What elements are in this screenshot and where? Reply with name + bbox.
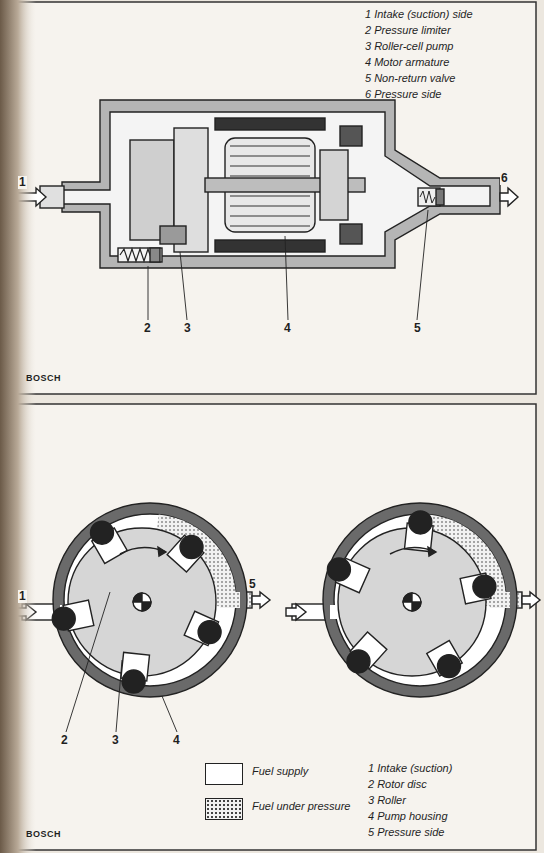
legend-text: Fuel supply [252, 765, 357, 778]
key-text: 5 Non-return valve [365, 72, 456, 85]
key-text: 1 Intake (suction) side [365, 8, 473, 21]
armature-winding [230, 176, 310, 177]
roller [91, 521, 114, 544]
armature-winding [230, 216, 310, 217]
key-text: 2 Pressure limiter [365, 24, 451, 37]
shaft [403, 593, 421, 611]
flow-arrow [522, 592, 540, 608]
armature-winding [230, 226, 310, 227]
key-text: 1 Intake (suction) [368, 762, 452, 775]
fuel-pump-section [16, 100, 518, 320]
flow-arrow [252, 592, 270, 608]
callout-number: 3 [183, 322, 192, 335]
roller [438, 655, 461, 678]
flow-arrow [286, 604, 306, 620]
armature-winding [230, 206, 310, 207]
roller [347, 650, 370, 673]
callout-number: 4 [172, 734, 181, 747]
armature-winding [230, 196, 310, 197]
page-binding-shadow [0, 0, 36, 853]
roller [198, 621, 221, 644]
key-text: 3 Roller [368, 794, 406, 807]
key-text: 5 Pressure side [368, 826, 444, 839]
key-text: 4 Motor armature [365, 56, 449, 69]
legend-text: Fuel under pressure [252, 800, 357, 813]
callout-number: 2 [60, 734, 69, 747]
rotation-arrow [158, 547, 166, 556]
key-text: 6 Pressure side [365, 88, 441, 101]
brand-mark: BOSCH [26, 372, 61, 385]
key-text: 2 Rotor disc [368, 778, 427, 791]
roller [409, 511, 432, 534]
legend-swatch [205, 763, 243, 785]
roller-cell-pump [16, 500, 270, 697]
shaft [133, 593, 151, 611]
panel-frame [10, 2, 536, 394]
roller-cell-pump [286, 500, 540, 697]
roller-slot [167, 535, 204, 572]
armature-winding [230, 146, 310, 147]
callout-number: 1 [18, 176, 27, 189]
callout-number: 1 [18, 590, 27, 603]
callout-number: 4 [283, 322, 292, 335]
leader-lines [66, 592, 177, 732]
roller [180, 536, 203, 559]
callout-number: 3 [111, 734, 120, 747]
armature-winding [230, 156, 310, 157]
key-text: 3 Roller-cell pump [365, 40, 453, 53]
rotation-arrow [428, 547, 436, 556]
roller [473, 575, 496, 598]
callout-number: 6 [500, 172, 509, 185]
legend-swatch [205, 798, 243, 820]
armature-winding [230, 166, 310, 167]
panel-frame [10, 404, 536, 850]
roller [122, 670, 145, 693]
roller [52, 607, 75, 630]
brand-mark: BOSCH [26, 828, 61, 841]
callout-number: 5 [248, 578, 257, 591]
roller [327, 558, 350, 581]
key-text: 4 Pump housing [368, 810, 448, 823]
callout-number: 2 [143, 322, 152, 335]
callout-number: 5 [413, 322, 422, 335]
